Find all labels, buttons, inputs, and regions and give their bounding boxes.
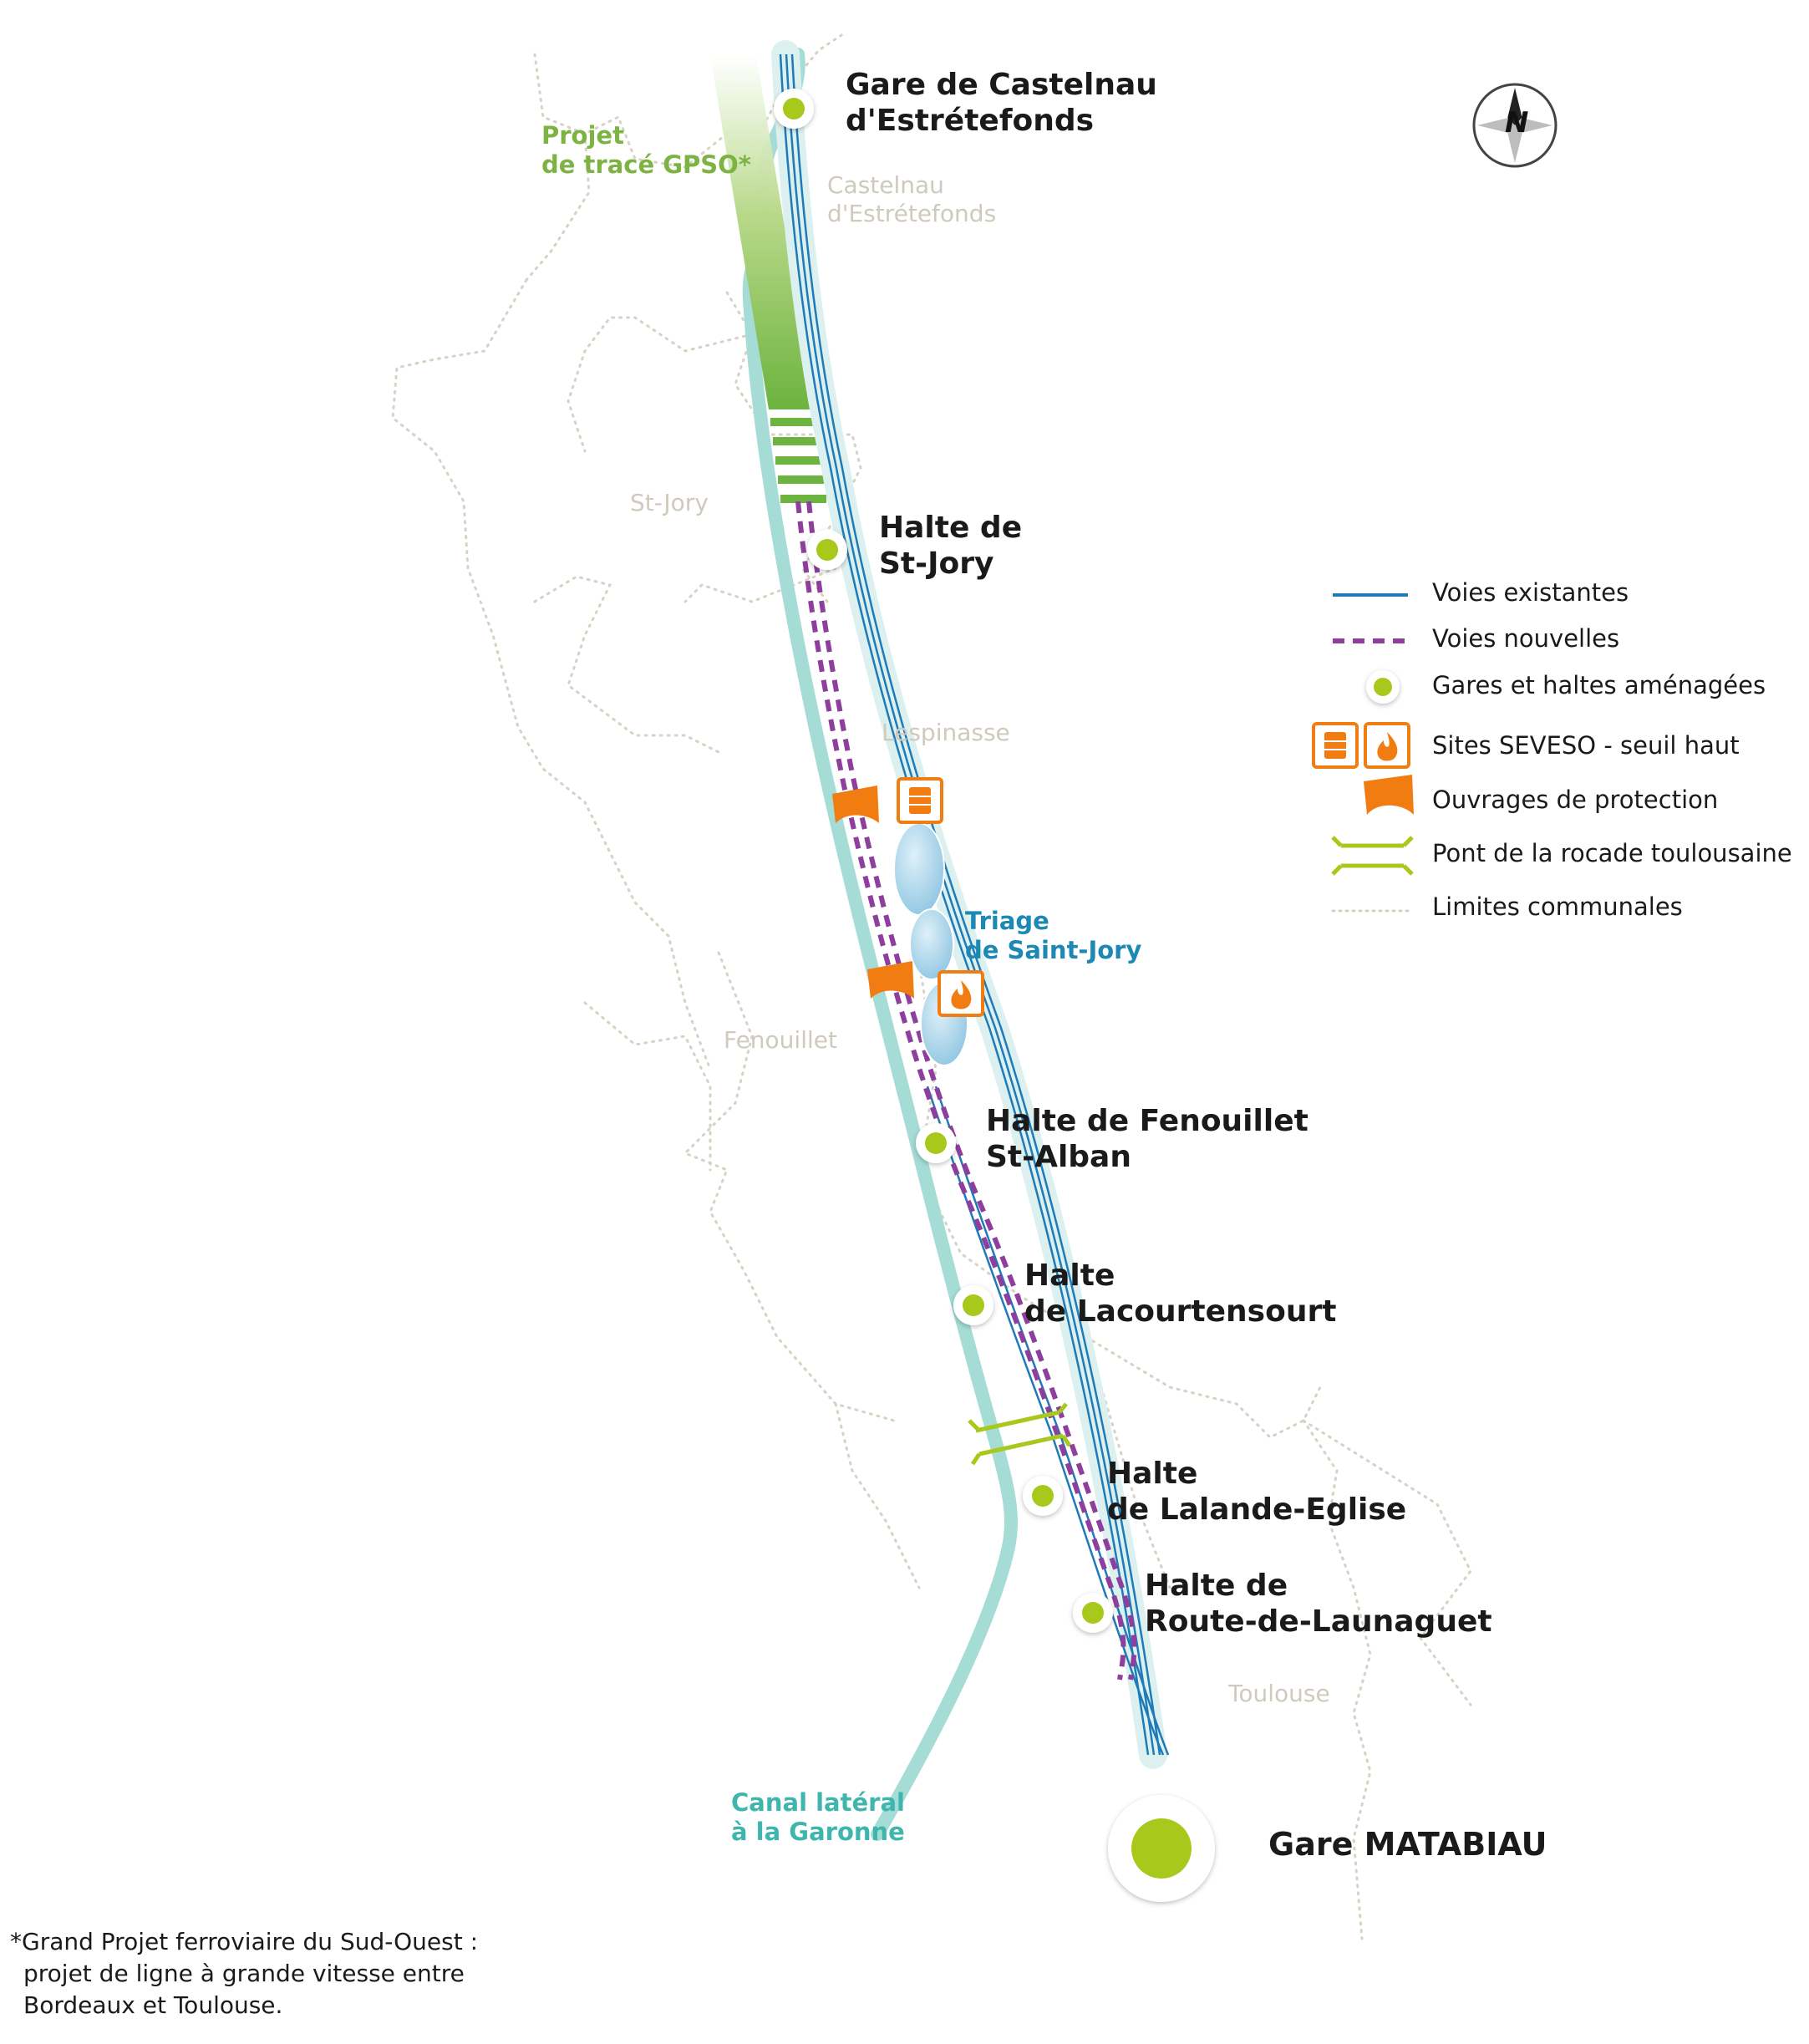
legend-symbols [1312, 593, 1414, 913]
compass-n-label: N [1505, 106, 1529, 140]
station-st-jory-label: Halte de St-Jory [879, 510, 1022, 582]
station-st-jory-line2: St-Jory [879, 547, 994, 582]
station-dots [774, 89, 1215, 1902]
commune-boundaries [391, 32, 1472, 1940]
triage-label: Triage de Saint-Jory [965, 907, 1141, 965]
triage-line1: Triage [965, 907, 1049, 935]
station-matabiau-label: Gare MATABIAU [1268, 1826, 1547, 1863]
station-castelnau-line1: Gare de Castelnau [846, 68, 1157, 102]
station-launaguet-label: Halte de Route-de-Launaguet [1145, 1568, 1492, 1640]
legend-commune-limits: Limites communales [1432, 892, 1683, 921]
gpso-project-band [710, 54, 815, 409]
gpso-line1: Projet [541, 121, 624, 150]
footnote-line2: projet de ligne à grande vitesse entre [23, 1959, 465, 1987]
commune-castelnau-line1: Castelnau [827, 171, 944, 199]
compass-rose-icon [1472, 83, 1557, 168]
legend-protection: Ouvrages de protection [1432, 786, 1719, 814]
commune-castelnau: Castelnau d'Estrétefonds [827, 171, 996, 227]
legend-seveso: Sites SEVESO - seuil haut [1432, 731, 1740, 760]
footnote-line1: *Grand Projet ferroviaire du Sud-Ouest : [10, 1928, 479, 1955]
gpso-project-label: Projet de tracé GPSO* [541, 121, 751, 180]
station-castelnau-label: Gare de Castelnau d'Estrétefonds [846, 67, 1157, 139]
seveso-flame-icon [938, 970, 984, 1017]
canal-line1: Canal latéral [731, 1788, 905, 1817]
legend-new-tracks: Voies nouvelles [1432, 624, 1620, 653]
triage-line2: de Saint-Jory [965, 935, 1142, 964]
station-castelnau-line2: d'Estrétefonds [846, 104, 1095, 139]
station-fenouillet-label: Halte de Fenouillet St-Alban [986, 1103, 1308, 1175]
station-lalande-line2: de Lalande-Eglise [1107, 1492, 1407, 1528]
station-launaguet-line1: Halte de [1145, 1569, 1288, 1603]
commune-castelnau-line2: d'Estrétefonds [827, 199, 997, 227]
station-lacourtensourt-line1: Halte [1024, 1258, 1115, 1293]
canal-line2: à la Garonne [731, 1817, 905, 1846]
gpso-stripes [770, 418, 826, 503]
commune-fenouillet: Fenouillet [724, 1026, 837, 1054]
footnote: *Grand Projet ferroviaire du Sud-Ouest :… [10, 1926, 478, 2021]
seveso-tank-icon [897, 777, 943, 824]
legend-stations: Gares et haltes aménagées [1432, 671, 1766, 699]
canal-label: Canal latéral à la Garonne [731, 1788, 905, 1847]
gpso-line2: de tracé GPSO* [541, 150, 751, 179]
station-fenouillet-line2: St-Alban [986, 1140, 1131, 1175]
commune-st-jory: St-Jory [630, 489, 709, 516]
station-st-jory-line1: Halte de [879, 511, 1023, 545]
legend-bridge: Pont de la rocade toulousaine [1432, 839, 1792, 867]
station-lalande-label: Halte de Lalande-Eglise [1107, 1456, 1406, 1528]
footnote-line3: Bordeaux et Toulouse. [23, 1991, 283, 2019]
new-tracks [795, 501, 1137, 1680]
station-lacourtensourt-label: Halte de Lacourtensourt [1024, 1258, 1336, 1330]
commune-toulouse: Toulouse [1228, 1680, 1330, 1707]
station-lacourtensourt-line2: de Lacourtensourt [1024, 1294, 1337, 1330]
commune-lespinasse: Lespinasse [882, 719, 1010, 746]
rocade-bridge [968, 1402, 1072, 1466]
station-fenouillet-line1: Halte de Fenouillet [986, 1104, 1308, 1138]
station-launaguet-line2: Route-de-Launaguet [1145, 1604, 1492, 1640]
protection-works [832, 786, 914, 999]
legend-existing-tracks: Voies existantes [1432, 578, 1629, 607]
station-lalande-line1: Halte [1107, 1457, 1198, 1491]
